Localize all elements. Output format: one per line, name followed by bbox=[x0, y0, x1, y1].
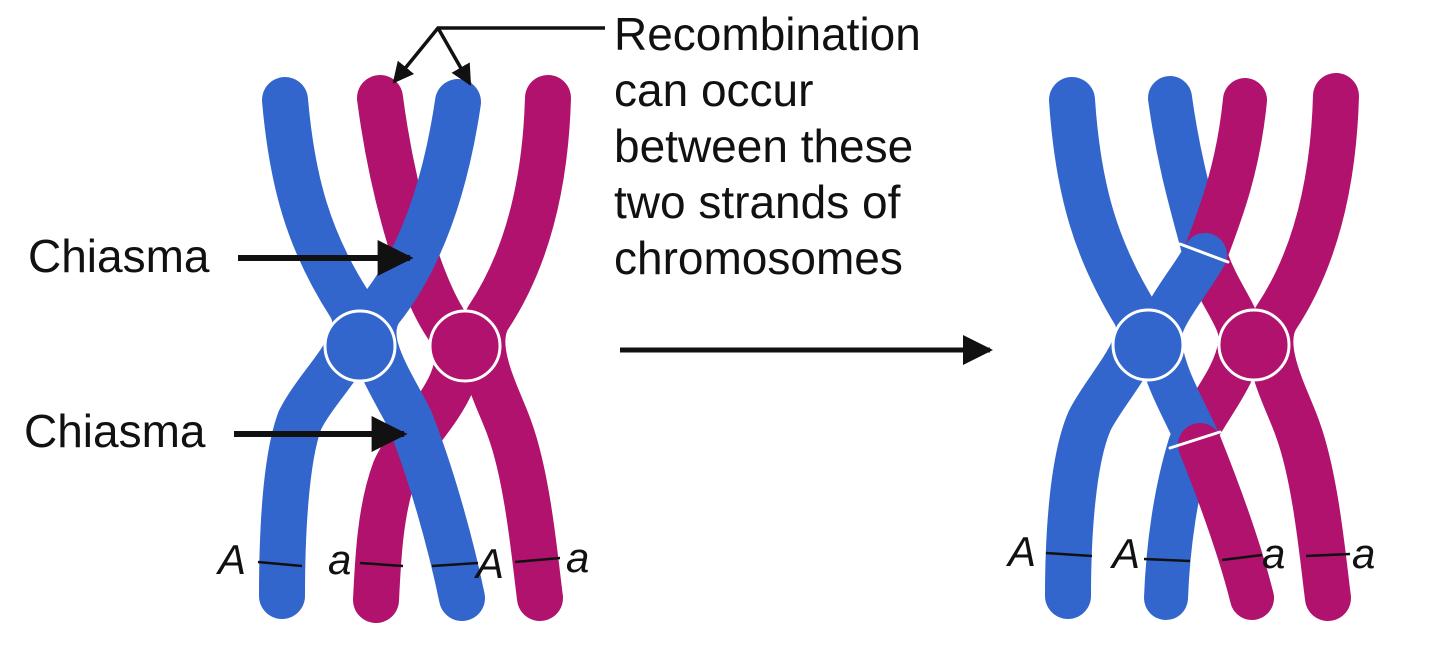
exchange-seam-bottom bbox=[1168, 430, 1222, 450]
recombination-callout-text: Recombination can occur between these tw… bbox=[614, 8, 921, 284]
allele-label: A bbox=[473, 540, 504, 587]
callout-line: between these bbox=[614, 120, 913, 172]
allele-label: A bbox=[215, 536, 246, 583]
allele-label: A bbox=[1109, 530, 1140, 577]
callout-line: chromosomes bbox=[614, 232, 903, 284]
callout-line: two strands of bbox=[614, 176, 901, 228]
left-allele-ticks bbox=[257, 556, 561, 568]
right-chromosome-pair bbox=[1045, 73, 1359, 621]
recombinant-chromatid-2-bottom bbox=[1178, 423, 1274, 620]
callout-line: Recombination bbox=[614, 8, 921, 60]
allele-label: a bbox=[566, 534, 589, 581]
chiasma-top-label: Chiasma bbox=[28, 230, 210, 282]
chiasma-bottom-label: Chiasma bbox=[24, 405, 206, 457]
right-blue-centromere bbox=[1111, 308, 1185, 382]
exchange-seam-top bbox=[1178, 242, 1230, 264]
allele-label: A bbox=[1005, 528, 1036, 575]
callout-line: can occur bbox=[614, 64, 813, 116]
left-blue-centromere bbox=[323, 309, 397, 383]
left-chromosome-pair bbox=[259, 75, 571, 623]
allele-label: a bbox=[1352, 530, 1375, 577]
right-allele-ticks bbox=[1045, 551, 1351, 563]
allele-label: a bbox=[1262, 530, 1285, 577]
callout-pointer bbox=[392, 26, 605, 86]
recombinant-chromatid-2-top bbox=[1183, 78, 1267, 277]
right-magenta-centromere bbox=[1217, 308, 1291, 382]
left-magenta-centromere bbox=[428, 309, 502, 383]
allele-label: a bbox=[328, 536, 351, 583]
magenta-chromatid-1 bbox=[353, 75, 481, 623]
